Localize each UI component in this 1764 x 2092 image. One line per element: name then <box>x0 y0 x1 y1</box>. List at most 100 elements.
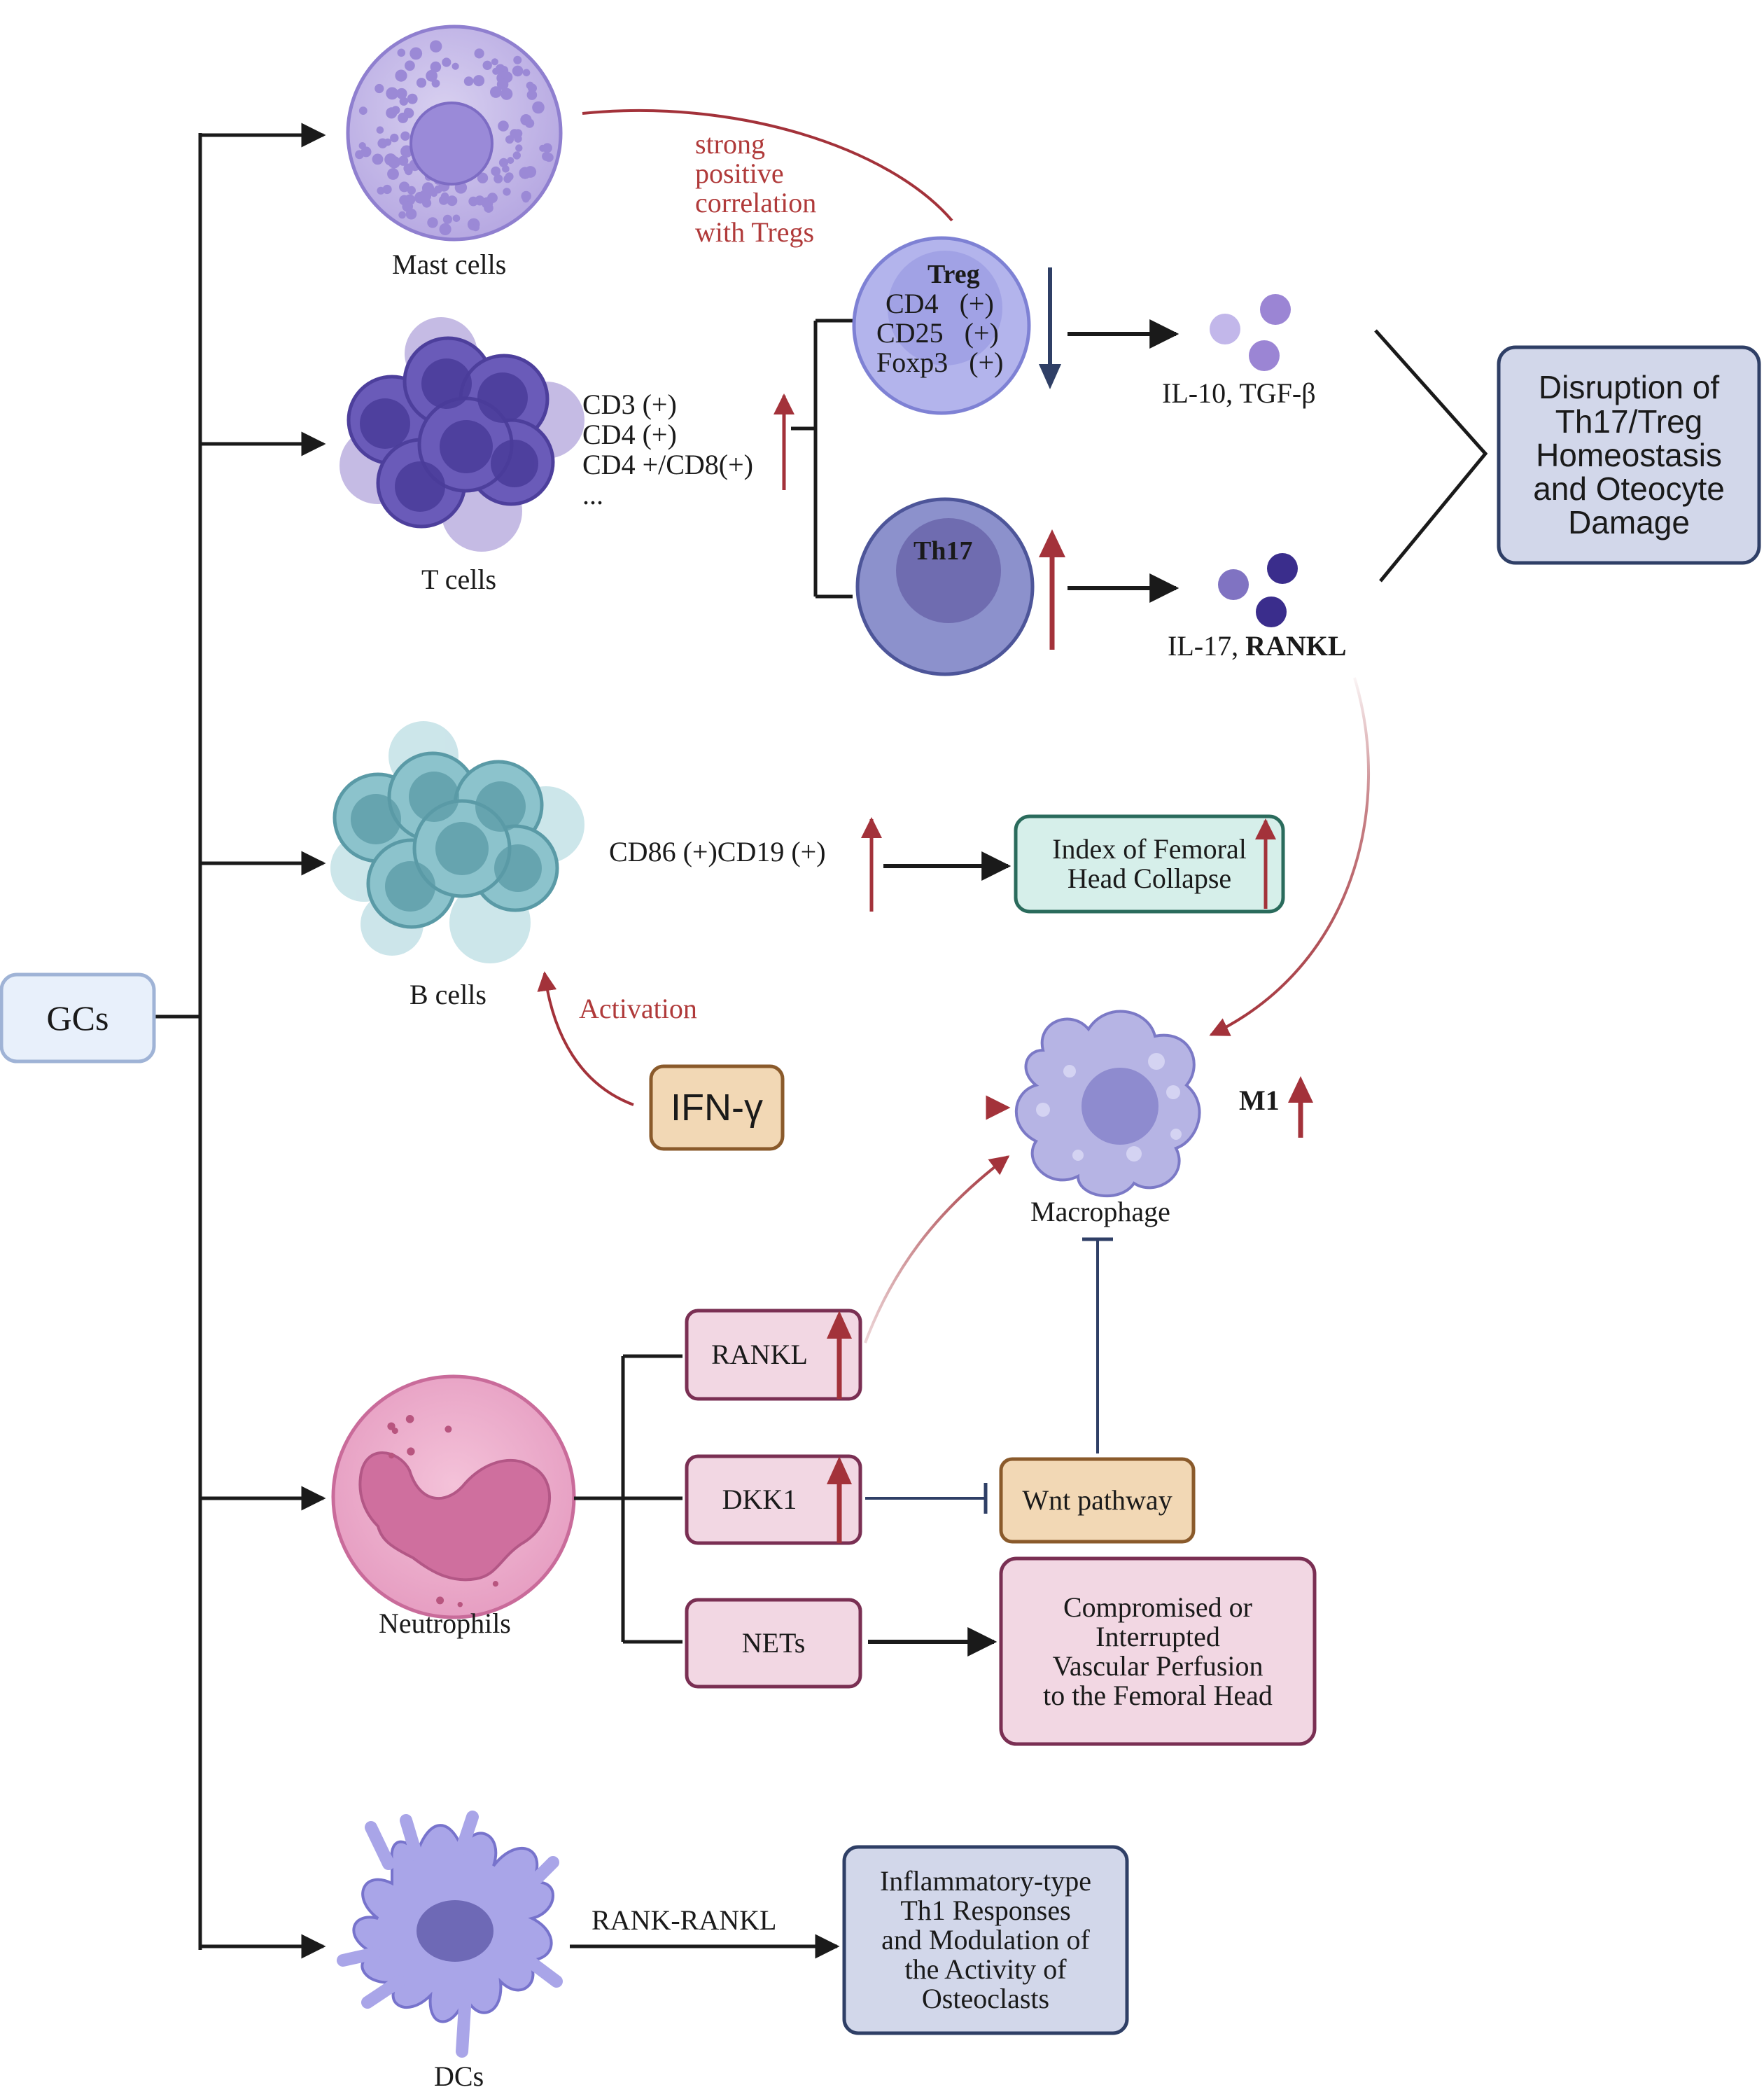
vascular-line-1: Compromised or <box>1063 1591 1252 1623</box>
m1-label: M1 <box>1239 1085 1280 1116</box>
b-cell-cluster-illustration <box>330 721 584 963</box>
mast-correlation-line-4: with Tregs <box>695 216 815 248</box>
granule-dot <box>502 165 510 173</box>
neut-rankl-box <box>685 1309 862 1401</box>
vascular-box <box>999 1556 1317 1746</box>
granule-dot <box>526 81 534 90</box>
neut-nets-box <box>685 1598 862 1689</box>
granule-dot <box>442 57 451 67</box>
granule-dot <box>399 181 410 193</box>
granule-dot <box>440 192 449 201</box>
disruption-text: Disruption of Th17/Treg Homeostasis and … <box>1499 347 1759 563</box>
granule-dot <box>519 167 531 179</box>
granule-dot <box>444 1425 452 1433</box>
neutrophils-label: Neutrophils <box>379 1608 511 1639</box>
th17-cytokine-particles <box>1218 553 1298 627</box>
wnt-label: Wnt pathway <box>1022 1484 1172 1516</box>
th17-cytokines-bold: RANKL <box>1245 630 1347 662</box>
ifn-activation-curve <box>537 971 634 1106</box>
granule-dot <box>358 106 368 116</box>
granule-dot <box>507 157 514 165</box>
granule-dot <box>439 223 451 235</box>
granule-dot <box>472 223 479 232</box>
granule-dot <box>500 88 513 100</box>
dc-outcome-line-5: Osteoclasts <box>921 1983 1050 2014</box>
disruption-line-5: Damage <box>1568 504 1690 541</box>
femoral-line-2: Head Collapse <box>1067 863 1232 894</box>
granule-dot <box>542 151 552 161</box>
tcells-marker-2: CD4 (+) <box>582 419 677 450</box>
dcs-label: DCs <box>434 2060 484 2092</box>
tcells-label: T cells <box>421 564 497 595</box>
granule-dot <box>515 144 523 152</box>
granule-dot <box>525 118 535 128</box>
granule-dot <box>360 146 372 158</box>
granule-dot <box>436 1596 444 1605</box>
mast-correlation-line-2: positive <box>695 158 784 189</box>
granule-dot <box>407 186 416 195</box>
granule-dot <box>430 40 442 53</box>
granule-dot <box>493 174 503 183</box>
granule-dot <box>387 1422 396 1430</box>
dc-outcome-line-2: Th1 Responses <box>900 1895 1071 1926</box>
granule-dot <box>491 166 501 176</box>
granule-dot <box>384 153 397 166</box>
granule-dot <box>521 190 531 202</box>
granule-dot <box>492 1581 499 1587</box>
granule-dot <box>457 1602 463 1608</box>
granule-dot <box>513 55 522 64</box>
granule-dot <box>390 133 399 143</box>
granule-dot <box>427 217 438 228</box>
granule-dot <box>405 167 413 176</box>
mast-cells-label: Mast cells <box>392 249 507 280</box>
granule-dot <box>490 86 502 98</box>
granule-dot <box>398 211 406 219</box>
granule-dot <box>398 155 409 166</box>
tcells-marker-1: CD3 (+) <box>582 389 677 420</box>
granule-dot <box>398 112 409 123</box>
granule-dot <box>374 83 384 94</box>
granule-dot <box>463 76 474 86</box>
granule-dot <box>387 168 399 180</box>
granule-dot <box>505 172 514 181</box>
granule-dot <box>388 1452 395 1459</box>
granule-dot <box>405 60 415 71</box>
mast-correlation-line-3: correlation <box>695 187 817 218</box>
rank-rankl-label: RANK-RANKL <box>592 1904 777 1936</box>
granule-dot <box>376 126 384 134</box>
vascular-text: Compromised or Interrupted Vascular Perf… <box>1001 1558 1315 1744</box>
granule-dot <box>477 172 489 183</box>
dendritic-cell-illustration <box>337 1811 563 2058</box>
granule-dot <box>532 101 545 114</box>
granule-dot <box>498 120 509 132</box>
granule-dot <box>503 188 511 196</box>
granule-dot <box>512 151 521 160</box>
granule-dot <box>451 62 459 70</box>
granule-dot <box>372 153 384 165</box>
disruption-line-1: Disruption of <box>1538 369 1720 406</box>
treg-title: Treg <box>927 260 980 289</box>
treg-cytokines-label: IL-10, TGF-β <box>1162 377 1316 409</box>
granule-dot <box>405 1415 414 1423</box>
dc-outcome-line-3: and Modulation of <box>881 1924 1090 1955</box>
mast-treg-correlation-curve <box>582 109 953 222</box>
th17-title: Th17 <box>913 536 973 566</box>
granule-dot <box>399 97 408 106</box>
granule-dot <box>421 182 435 195</box>
granule-dot <box>377 138 388 148</box>
macrophage-label: Macrophage <box>1030 1196 1170 1227</box>
disruption-line-3: Homeostasis <box>1536 436 1722 473</box>
vascular-line-2: Interrupted <box>1096 1620 1220 1652</box>
activation-label: Activation <box>579 993 697 1024</box>
th17-cytokines-prefix: IL-17, <box>1168 630 1246 662</box>
th17-cell <box>855 497 1035 676</box>
granule-dot <box>474 48 484 59</box>
neutrophil-bracket <box>574 1354 682 1644</box>
granule-dot <box>407 1447 415 1456</box>
granule-dot <box>491 58 498 66</box>
granule-dot <box>492 67 500 75</box>
granule-dot <box>498 158 509 167</box>
femoral-text: Index of Femoral Head Collapse <box>1016 816 1283 912</box>
t-cell-cluster-illustration <box>340 317 584 552</box>
